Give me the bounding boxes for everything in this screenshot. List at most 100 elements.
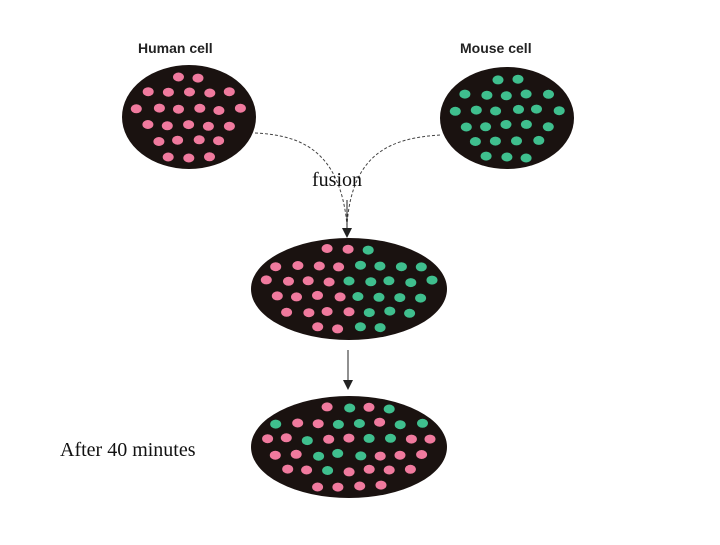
- mouse-protein-dot: [531, 104, 542, 114]
- human-protein-dot: [192, 73, 204, 83]
- human-protein-dot: [291, 292, 302, 302]
- mixed-cell-proteins: [262, 402, 436, 492]
- human-protein-dot: [283, 276, 294, 286]
- mouse-protein-dot: [511, 136, 522, 146]
- mouse-protein-dot: [332, 448, 344, 458]
- mouse-protein-dot: [385, 433, 396, 443]
- mouse-protein-dot: [489, 136, 501, 146]
- human-protein-dot: [290, 449, 302, 459]
- human-protein-dot: [271, 291, 283, 301]
- mixed-cell: [251, 396, 447, 498]
- mouse-protein-dot: [374, 261, 386, 271]
- human-protein-dot: [404, 464, 416, 474]
- human-protein-dot: [342, 244, 354, 254]
- mouse-protein-dot: [480, 122, 492, 132]
- mouse-cell-proteins: [449, 74, 565, 163]
- human-protein-dot: [312, 290, 323, 300]
- mouse-protein-dot: [322, 466, 334, 475]
- human-protein-dot: [333, 262, 345, 272]
- human-protein-dot: [193, 135, 205, 145]
- mouse-protein-dot: [343, 276, 355, 286]
- human-protein-dot: [343, 307, 355, 317]
- human-cell: [122, 65, 256, 169]
- mouse-protein-dot: [405, 278, 417, 288]
- human-protein-dot: [332, 482, 344, 492]
- human-protein-dot: [183, 153, 195, 163]
- mouse-protein-dot: [459, 89, 471, 99]
- human-protein-dot: [374, 451, 386, 461]
- human-protein-dot: [301, 465, 313, 475]
- human-protein-dot: [416, 450, 428, 459]
- mouse-protein-dot: [363, 433, 375, 443]
- mouse-protein-dot: [449, 106, 461, 116]
- mouse-protein-dot: [415, 262, 427, 272]
- human-protein-dot: [343, 467, 355, 477]
- human-protein-dot: [312, 322, 324, 332]
- human-protein-dot: [172, 135, 184, 145]
- mouse-protein-dot: [270, 419, 282, 429]
- mouse-protein-dot: [384, 306, 396, 316]
- human-protein-dot: [213, 106, 225, 115]
- mouse-protein-dot: [492, 75, 504, 85]
- mouse-protein-dot: [374, 323, 386, 333]
- human-protein-dot: [270, 262, 282, 272]
- human-protein-dot: [234, 103, 246, 113]
- human-protein-dot: [334, 292, 346, 302]
- mouse-protein-dot: [520, 89, 532, 99]
- human-protein-dot: [313, 261, 325, 271]
- mouse-protein-dot: [332, 419, 344, 429]
- mouse-protein-dot: [500, 120, 512, 129]
- mouse-protein-dot: [500, 91, 512, 101]
- human-protein-dot: [202, 121, 214, 131]
- mouse-protein-dot: [355, 260, 366, 270]
- human-protein-dot: [130, 104, 142, 114]
- human-protein-dot: [302, 276, 314, 286]
- human-protein-dot: [184, 87, 195, 97]
- human-protein-dot: [383, 465, 395, 475]
- human-protein-dot: [204, 152, 215, 162]
- mouse-protein-dot: [313, 451, 325, 461]
- human-protein-dot: [223, 87, 235, 97]
- mouse-protein-dot: [355, 451, 367, 461]
- mouse-protein-dot: [383, 404, 395, 414]
- mouse-protein-dot: [417, 418, 428, 428]
- human-protein-dot: [262, 434, 274, 444]
- mouse-protein-dot: [543, 89, 554, 99]
- mouse-protein-dot: [362, 245, 374, 255]
- human-protein-dot: [161, 121, 173, 131]
- mouse-protein-dot: [404, 308, 416, 318]
- mouse-protein-dot: [520, 153, 532, 163]
- human-cell-label: Human cell: [138, 40, 213, 56]
- fused-cell: [251, 238, 447, 340]
- mouse-protein-dot: [542, 122, 554, 132]
- mouse-protein-dot: [512, 74, 524, 84]
- human-protein-dot: [321, 402, 333, 412]
- human-protein-dot: [292, 418, 304, 428]
- human-protein-dot: [363, 464, 375, 474]
- mouse-protein-dot: [394, 293, 406, 303]
- human-cell-proteins: [130, 72, 246, 163]
- human-protein-dot: [269, 450, 281, 460]
- human-protein-dot: [394, 450, 406, 460]
- human-protein-dot: [292, 261, 304, 270]
- human-protein-dot: [183, 120, 195, 130]
- mouse-protein-dot: [363, 308, 375, 318]
- human-protein-dot: [312, 419, 324, 429]
- human-protein-dot: [173, 72, 184, 82]
- human-protein-dot: [260, 275, 272, 285]
- human-protein-dot: [374, 417, 386, 427]
- mouse-protein-dot: [344, 403, 356, 413]
- mouse-protein-dot: [373, 292, 385, 302]
- after-40-minutes-label: After 40 minutes: [60, 439, 196, 461]
- human-protein-dot: [363, 402, 375, 412]
- human-protein-dot: [321, 307, 333, 316]
- human-protein-dot: [321, 244, 333, 253]
- human-protein-dot: [405, 434, 417, 444]
- mouse-protein-dot: [394, 420, 406, 430]
- mouse-protein-dot: [470, 105, 482, 115]
- fusion-label: fusion: [312, 169, 362, 191]
- mouse-protein-dot: [301, 436, 313, 446]
- mouse-protein-dot: [353, 419, 365, 428]
